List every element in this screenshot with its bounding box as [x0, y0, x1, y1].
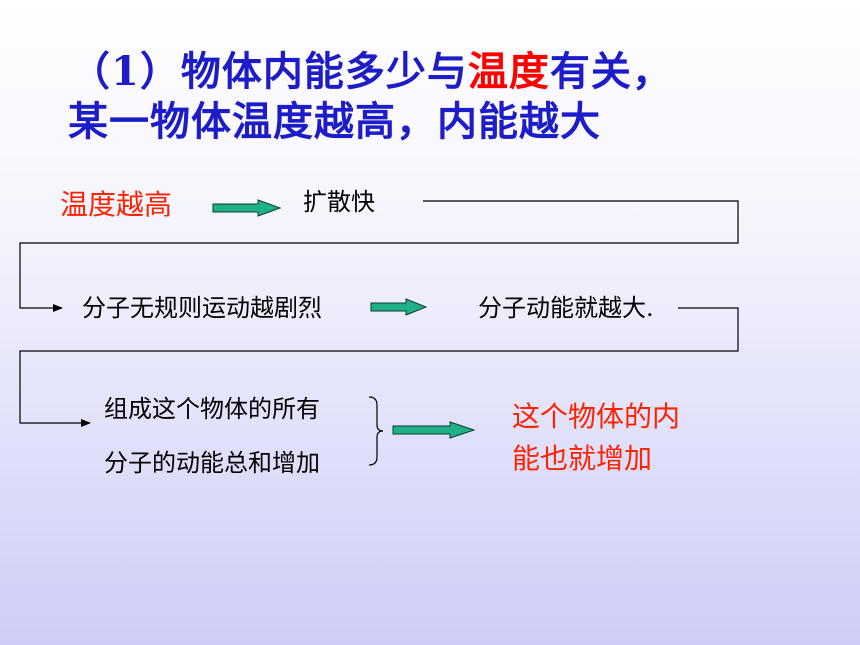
- block-arrow-3: [392, 421, 476, 439]
- title-line-1: （1）物体内能多少与温度有关，: [70, 52, 673, 92]
- title-suffix: 有关，: [549, 48, 673, 95]
- step-total-energy-line-1: 组成这个物体的所有: [104, 395, 320, 423]
- result-line-1: 这个物体的内: [512, 400, 681, 433]
- step-total-energy-line-2: 分子的动能总和增加: [104, 449, 320, 477]
- block-arrow-1: [212, 199, 282, 217]
- step-kinetic-energy: 分子动能就越大.: [478, 294, 654, 322]
- step-molecular-motion: 分子无规则运动越剧烈: [82, 294, 322, 322]
- result-line-2: 能也就增加: [512, 442, 653, 475]
- step-temperature-higher: 温度越高: [60, 188, 173, 221]
- title-highlight-temperature: 温度: [467, 48, 550, 95]
- curly-brace: [368, 396, 384, 466]
- title-line-2: 某一物体温度越高，内能越大: [68, 98, 601, 145]
- step-diffusion-faster: 扩散快: [303, 188, 375, 216]
- connector-line-1: [19, 200, 739, 312]
- connector-line-2: [19, 307, 739, 427]
- title-prefix: （1）物体内能多少与: [70, 48, 468, 95]
- block-arrow-2: [370, 298, 428, 316]
